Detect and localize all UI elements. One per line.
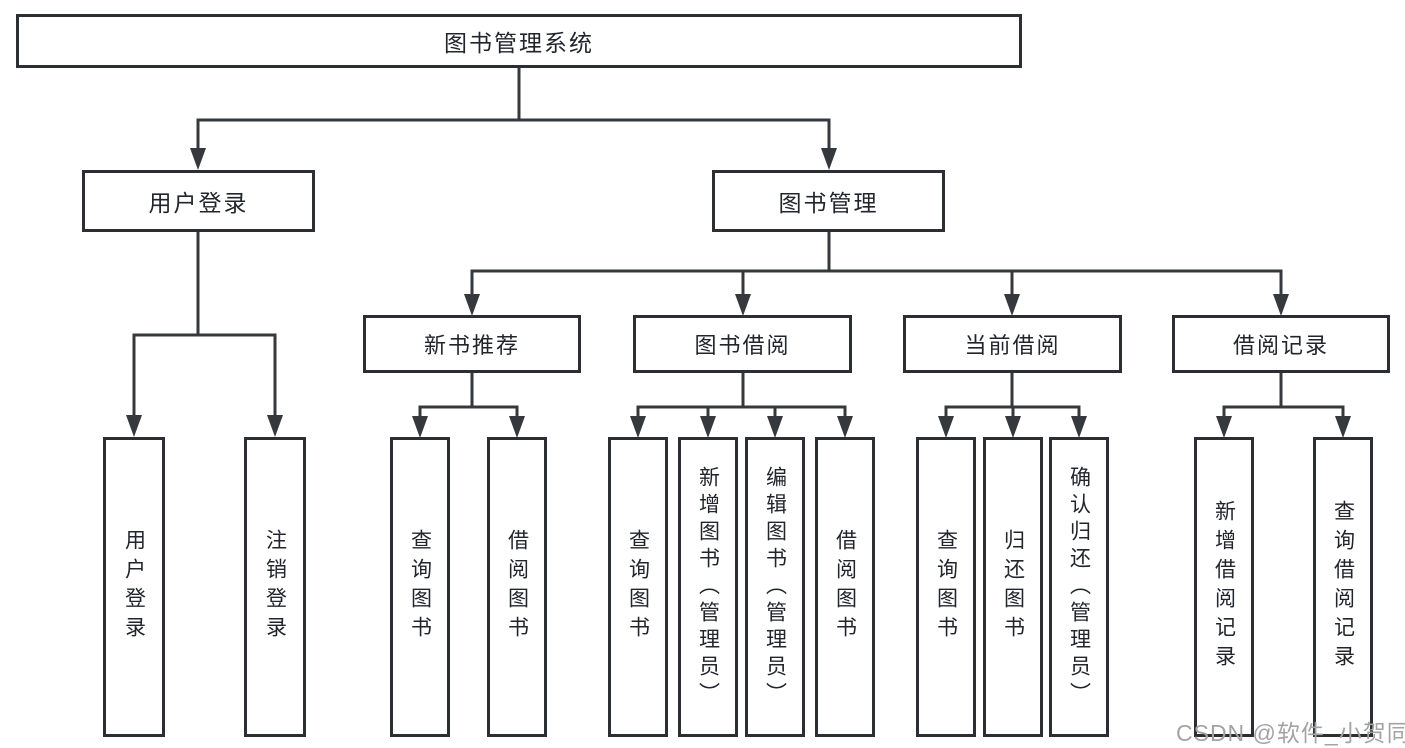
connector-current-borrow-to-leaves xyxy=(938,373,1087,438)
node-borrow-records: 借阅记录 xyxy=(1172,315,1390,373)
node-root: 图书管理系统 xyxy=(16,14,1022,68)
leaf-borrow-query-books: 查询图书 xyxy=(608,437,668,737)
csdn-watermark: CSDN @软件_小贺同学 xyxy=(1176,720,1405,746)
connector-new-book-recommend-to-leaves xyxy=(412,373,525,438)
connector-book-management-to-level3 xyxy=(464,232,1289,316)
connector-book-borrow-to-leaves xyxy=(630,373,853,438)
leaf-recommend-query-books: 查询图书 xyxy=(390,437,450,737)
node-book-borrow: 图书借阅 xyxy=(633,315,852,373)
node-current-borrow: 当前借阅 xyxy=(903,315,1122,373)
leaf-borrow-add-books-admin: 新增图书（管理员） xyxy=(678,437,738,737)
leaf-borrow-edit-books-admin: 编辑图书（管理员） xyxy=(745,437,805,737)
leaf-records-query-borrow-record: 查询借阅记录 xyxy=(1313,437,1373,737)
leaf-recommend-borrow-books: 借阅图书 xyxy=(487,437,547,737)
leaf-current-confirm-return-admin: 确认归还（管理员） xyxy=(1049,437,1109,737)
leaf-logout: 注销登录 xyxy=(244,437,306,737)
connector-borrow-records-to-leaves xyxy=(1216,373,1351,438)
node-user-login: 用户登录 xyxy=(82,170,315,232)
connector-user-login-to-leaves xyxy=(126,232,283,437)
leaf-borrow-borrow-books: 借阅图书 xyxy=(815,437,875,737)
leaf-current-return-books: 归还图书 xyxy=(983,437,1043,737)
leaf-user-login: 用户登录 xyxy=(103,437,165,737)
node-book-management: 图书管理 xyxy=(712,170,945,232)
leaf-current-query-books: 查询图书 xyxy=(916,437,976,737)
node-new-book-recommend: 新书推荐 xyxy=(363,315,581,373)
leaf-records-add-borrow-record: 新增借阅记录 xyxy=(1194,437,1254,737)
connector-root-to-branches xyxy=(190,67,837,170)
